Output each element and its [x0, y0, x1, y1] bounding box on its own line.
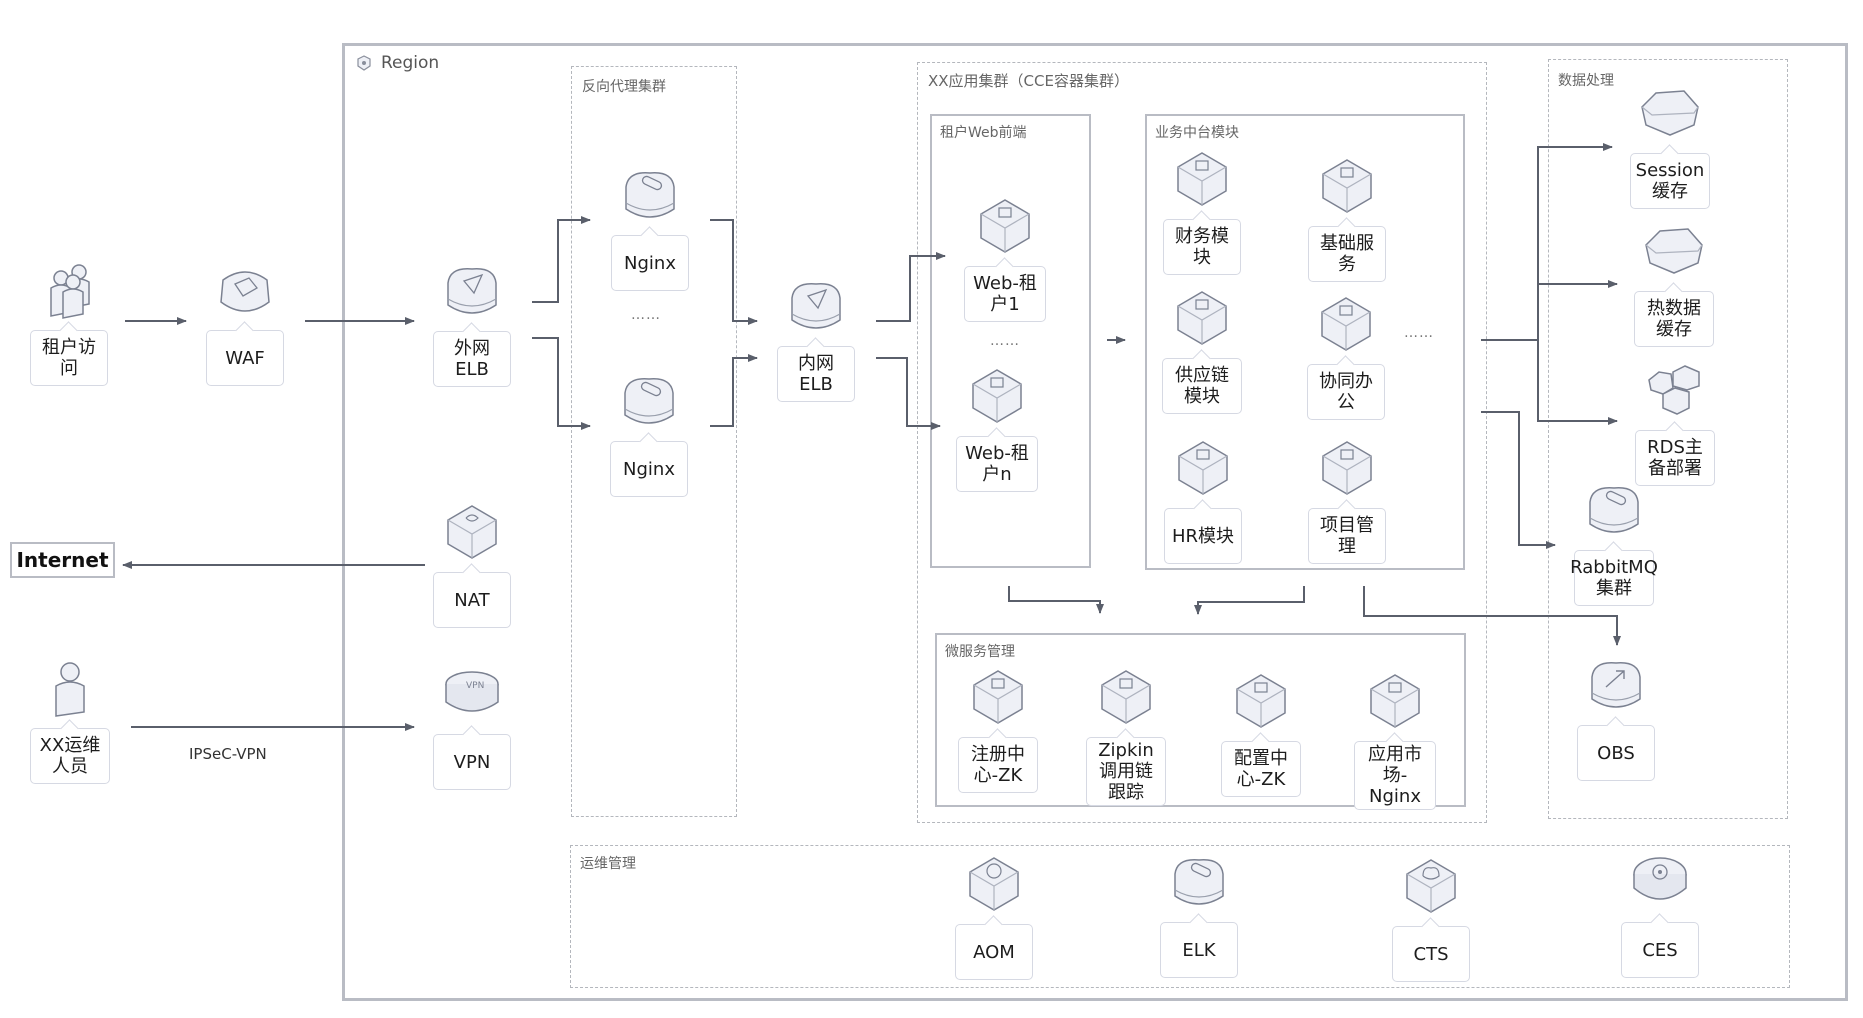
- vpn-icon: VPN: [445, 671, 499, 712]
- edge-ilb-to-web1: [876, 252, 946, 322]
- users-group-icon: [50, 264, 90, 319]
- edge-business-to-rabbitmq: [1481, 411, 1556, 549]
- tenant-web-ellipsis: ……: [990, 333, 1020, 349]
- business-mid-title: 业务中台模块: [1155, 125, 1239, 141]
- edge-web-to-microservice: [1008, 586, 1104, 614]
- edge-nginx1-to-ilb: [710, 219, 758, 325]
- waf-shield-icon: [220, 271, 270, 312]
- edge-business-to-microservice: [1194, 586, 1305, 615]
- container-icon: [972, 369, 1022, 423]
- business-ellipsis: ……: [1404, 325, 1434, 341]
- container-icon: [1177, 152, 1227, 206]
- ops-title: 运维管理: [580, 856, 636, 872]
- edge-business-to-obs: [1363, 586, 1621, 646]
- business-mid-group: [1145, 114, 1465, 570]
- base-service-label: 基础服务: [1308, 226, 1386, 282]
- container-icon: [1321, 297, 1371, 351]
- edge-elb-to-nginx1: [532, 216, 591, 303]
- edge-nginx2-to-ilb: [710, 354, 758, 427]
- ops-group: [570, 845, 1790, 988]
- container-icon: [973, 670, 1023, 724]
- cache-icon: [1641, 90, 1699, 136]
- nginx-2-label: Nginx: [610, 441, 688, 497]
- elk-label: ELK: [1160, 922, 1238, 978]
- config-zk-label: 配置中心-ZK: [1221, 741, 1301, 797]
- region-title: Region: [381, 53, 440, 73]
- tenant-access-label: 租户访问: [30, 330, 108, 386]
- container-icon: [1178, 441, 1228, 495]
- waf-label: WAF: [206, 330, 284, 386]
- microservice-title: 微服务管理: [945, 644, 1015, 660]
- cache-icon: [1645, 228, 1703, 274]
- nginx-1-label: Nginx: [611, 235, 689, 291]
- registry-zk-label: 注册中心-ZK: [958, 737, 1038, 793]
- obs-storage-icon: [1591, 662, 1641, 708]
- container-icon: [1236, 674, 1286, 728]
- edge-ilb-to-webn: [876, 357, 941, 430]
- hr-label: HR模块: [1164, 508, 1242, 564]
- elb-icon: [791, 283, 841, 329]
- finance-label: 财务模块: [1163, 219, 1241, 275]
- cts-label: CTS: [1392, 926, 1470, 982]
- project-mgmt-label: 项目管理: [1308, 508, 1386, 564]
- container-icon: [1177, 291, 1227, 345]
- app-cluster-group: [917, 62, 1487, 823]
- ipsec-vpn-label: IPSeC-VPN: [189, 745, 267, 763]
- rabbitmq-icon: [1589, 487, 1639, 533]
- ces-label: CES: [1621, 922, 1699, 978]
- nginx-server-icon: [625, 172, 675, 218]
- proxy-ellipsis: ……: [631, 307, 661, 323]
- app-cluster-title: XX应用集群（CCE容器集群）: [928, 72, 1129, 90]
- zipkin-label: Zipkin调用链跟踪: [1086, 737, 1166, 806]
- svg-text:VPN: VPN: [466, 681, 484, 691]
- session-cache-label: Session缓存: [1630, 153, 1710, 209]
- container-icon: [980, 199, 1030, 253]
- supply-chain-label: 供应链模块: [1162, 358, 1242, 414]
- elk-log-icon: [1174, 859, 1224, 905]
- nat-gateway-icon: [447, 505, 497, 559]
- elb-icon: [447, 268, 497, 314]
- reverse-proxy-group: [571, 66, 737, 817]
- aom-label: AOM: [955, 924, 1033, 980]
- web-tenant-1-label: Web-租户1: [964, 266, 1046, 322]
- container-icon: [1322, 441, 1372, 495]
- nat-label: NAT: [433, 572, 511, 628]
- region-icon: [356, 55, 372, 71]
- internet-box: Internet: [10, 542, 115, 578]
- web-tenant-n-label: Web-租户n: [956, 436, 1038, 492]
- rds-label: RDS主备部署: [1635, 430, 1715, 486]
- app-market-label: 应用市场-Nginx: [1354, 741, 1436, 810]
- ops-staff-label: XX运维人员: [30, 728, 110, 784]
- container-icon: [1322, 159, 1372, 213]
- microservice-group: [935, 633, 1466, 807]
- internal-elb-label: 内网ELB: [777, 346, 855, 402]
- edge-elb-to-nginx2: [532, 337, 591, 430]
- tenant-web-group: [930, 114, 1091, 568]
- aom-monitor-icon: [969, 857, 1019, 911]
- nginx-server-icon: [624, 378, 674, 424]
- data-processing-group: [1548, 59, 1788, 819]
- rabbitmq-label: RabbitMQ集群: [1570, 550, 1658, 606]
- reverse-proxy-title: 反向代理集群: [582, 79, 666, 95]
- data-processing-title: 数据处理: [1558, 73, 1614, 89]
- public-elb-label: 外网ELB: [433, 331, 511, 387]
- vpn-label: VPN: [433, 734, 511, 790]
- container-icon: [1370, 674, 1420, 728]
- ces-eye-icon: [1633, 857, 1687, 900]
- user-icon: [55, 662, 85, 717]
- tenant-web-title: 租户Web前端: [940, 125, 1027, 141]
- obs-label: OBS: [1577, 725, 1655, 781]
- rds-database-icon: [1648, 365, 1700, 415]
- collab-office-label: 协同办公: [1307, 364, 1385, 420]
- cts-trace-icon: [1406, 859, 1456, 913]
- container-icon: [1101, 670, 1151, 724]
- hot-cache-label: 热数据缓存: [1634, 291, 1714, 347]
- region-container: [342, 43, 1848, 1001]
